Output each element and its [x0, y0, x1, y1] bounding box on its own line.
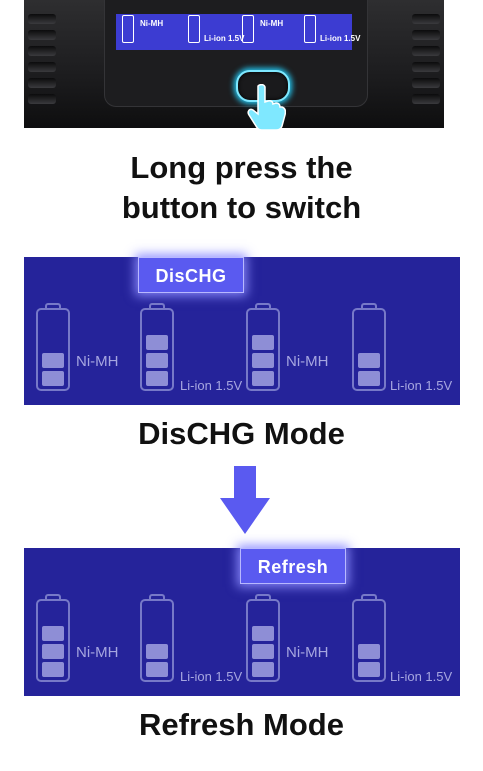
- instruction-heading: Long press the button to switch: [0, 148, 483, 228]
- dischg-display-panel: DisCHG Ni-MH Li-ion 1.5V Ni-MH Li-ion 1.…: [24, 257, 460, 405]
- chem-label: Li-ion 1.5V: [180, 378, 243, 393]
- strip-label: Li-ion 1.5V: [204, 34, 245, 43]
- mini-battery-icon: [242, 15, 254, 43]
- refresh-mode-heading: Refresh Mode: [139, 707, 344, 742]
- chem-label: Ni-MH: [286, 644, 329, 661]
- battery-slot-4: [352, 594, 386, 682]
- refresh-display-panel: Refresh Ni-MH Li-ion 1.5V Ni-MH Li-ion 1…: [24, 548, 460, 696]
- mini-battery-icon: [122, 15, 134, 43]
- refresh-mode-label: Refresh: [240, 548, 346, 584]
- charger-device-photo: Ni-MH Li-ion 1.5V Ni-MH Li-ion 1.5V: [24, 0, 444, 130]
- strip-label: Li-ion 1.5V: [320, 34, 361, 43]
- dischg-mode-label: DisCHG: [138, 257, 244, 293]
- chem-label: Li-ion 1.5V: [180, 669, 243, 684]
- battery-slot-2: [140, 303, 174, 391]
- battery-slot-2: [140, 594, 174, 682]
- chem-label: Li-ion 1.5V: [390, 669, 453, 684]
- chem-label: Li-ion 1.5V: [390, 378, 453, 393]
- mini-battery-icon: [188, 15, 200, 43]
- arrow-down-icon: [220, 466, 270, 534]
- instruction-line-1: Long press the: [130, 150, 353, 185]
- battery-slot-1: [36, 594, 70, 682]
- right-vents: [412, 14, 440, 114]
- dischg-mode-heading: DisCHG Mode: [138, 416, 345, 451]
- mini-battery-icon: [304, 15, 316, 43]
- battery-slot-3: [246, 303, 280, 391]
- battery-slot-4: [352, 303, 386, 391]
- chem-label: Ni-MH: [76, 644, 119, 661]
- chem-label: Ni-MH: [76, 353, 119, 370]
- battery-slot-3: [246, 594, 280, 682]
- instruction-line-2: button to switch: [121, 190, 362, 225]
- chem-label: Ni-MH: [286, 353, 329, 370]
- strip-label: Ni-MH: [140, 19, 164, 28]
- pointing-hand-icon: [247, 84, 286, 130]
- strip-label: Ni-MH: [260, 19, 284, 28]
- device-screen: Ni-MH Li-ion 1.5V Ni-MH Li-ion 1.5V: [116, 14, 360, 50]
- battery-slot-1: [36, 303, 70, 391]
- left-vents: [28, 14, 56, 114]
